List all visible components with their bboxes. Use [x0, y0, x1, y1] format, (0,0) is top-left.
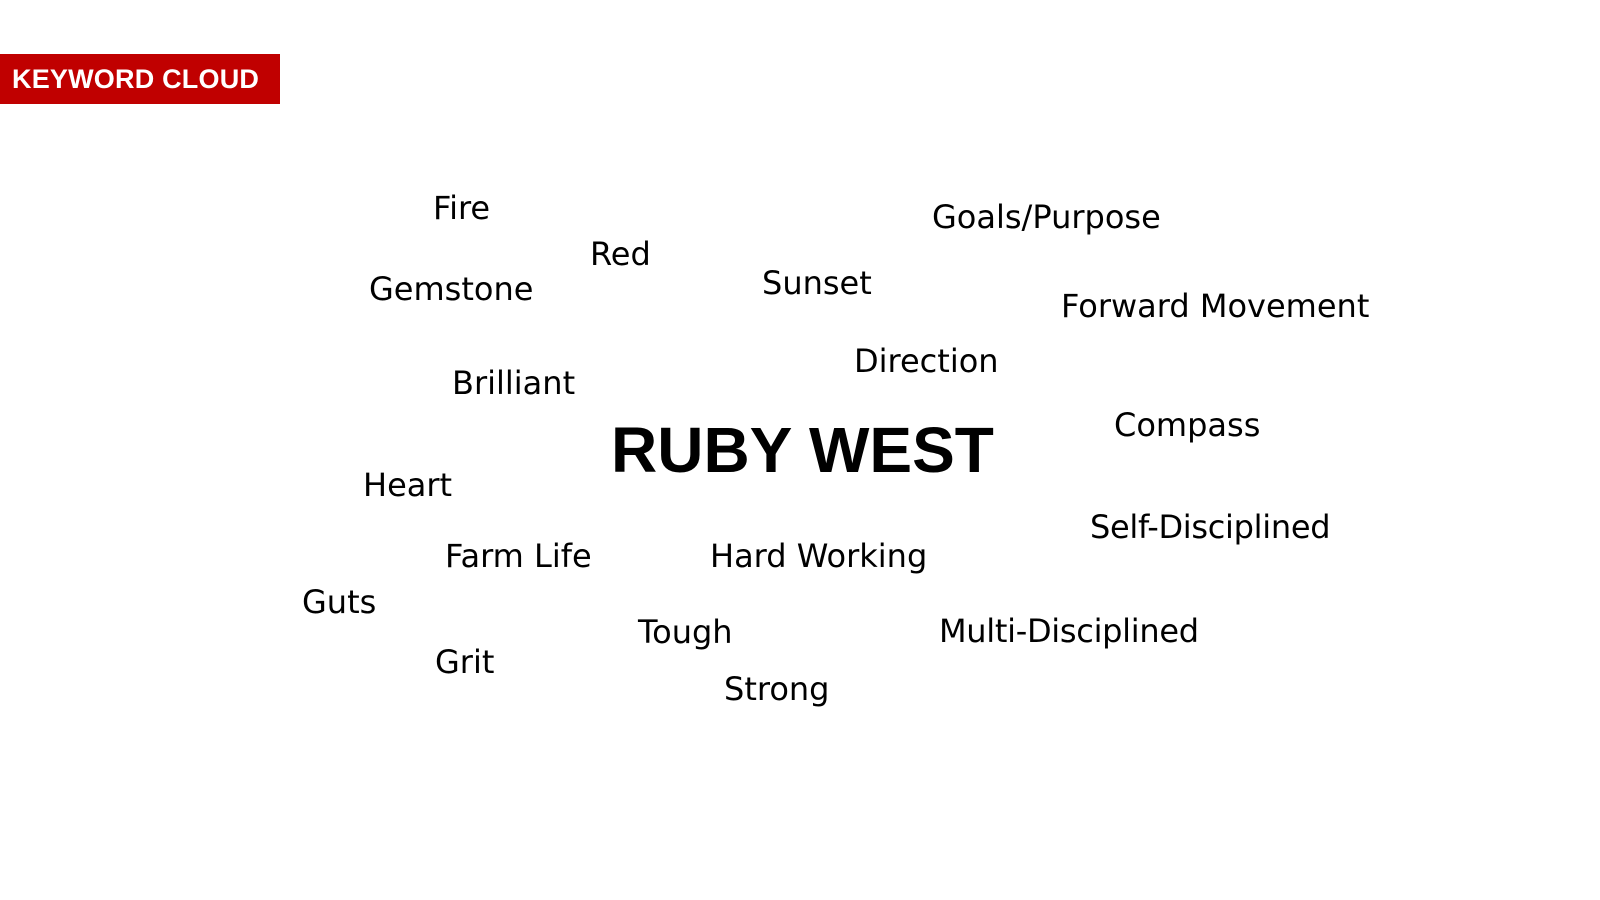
keyword-forward-movement: Forward Movement	[1061, 287, 1370, 325]
keyword-direction: Direction	[854, 342, 999, 380]
keyword-goals-purpose: Goals/Purpose	[932, 198, 1161, 236]
keyword-sunset: Sunset	[762, 264, 872, 302]
keyword-self-disciplined: Self-Disciplined	[1090, 508, 1331, 546]
keyword-compass: Compass	[1114, 406, 1261, 444]
keyword-grit: Grit	[435, 643, 495, 681]
keyword-hard-working: Hard Working	[710, 537, 928, 575]
keyword-tough: Tough	[638, 613, 733, 651]
keyword-brilliant: Brilliant	[452, 364, 576, 402]
keyword-gemstone: Gemstone	[369, 270, 534, 308]
keyword-strong: Strong	[724, 670, 830, 708]
keyword-red: Red	[590, 235, 651, 273]
keyword-heart: Heart	[363, 466, 453, 504]
keyword-farm-life: Farm Life	[445, 537, 592, 575]
keyword-guts: Guts	[302, 583, 377, 621]
keyword-cloud-tag: KEYWORD CLOUD	[0, 54, 280, 104]
keyword-fire: Fire	[433, 189, 491, 227]
center-title: RUBY WEST	[611, 414, 994, 486]
keyword-multi-disciplined: Multi-Disciplined	[939, 612, 1199, 650]
